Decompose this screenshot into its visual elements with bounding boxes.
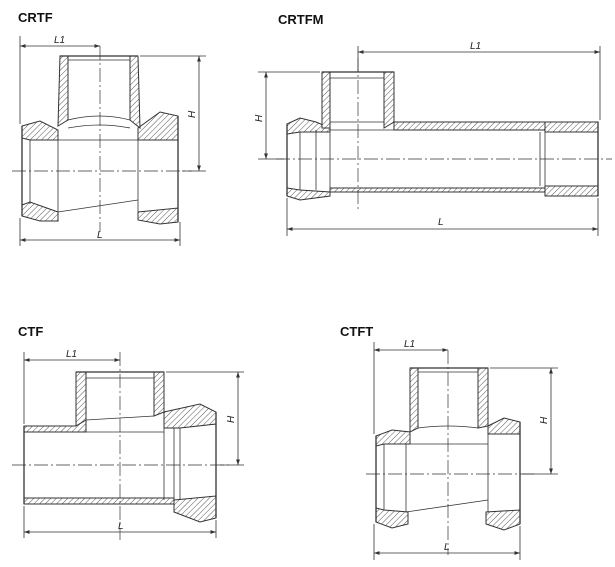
ctf-dim-h: H <box>226 415 237 423</box>
ctf-dim-l: L <box>118 521 124 532</box>
ctft-dim-h: H <box>539 416 550 424</box>
crtfm-dim-h: H <box>254 114 265 122</box>
crtf-dim-l: L <box>97 230 103 241</box>
crtfm-body-section <box>286 71 599 201</box>
crtfm-fitting: CRTFM <box>254 12 612 236</box>
crtfm-dim-l1: L1 <box>470 41 481 52</box>
crtf-fitting: CRTF L1 <box>12 10 206 246</box>
crtf-title: CRTF <box>18 10 53 25</box>
ctft-dim-l: L <box>444 542 450 553</box>
ctf-dim-l1: L1 <box>66 349 77 360</box>
ctf-body-section <box>23 371 217 523</box>
crtfm-dim-l: L <box>438 217 444 228</box>
ctft-body-section <box>375 367 521 531</box>
ctft-title: CTFT <box>340 324 373 339</box>
ctft-dim-l1: L1 <box>404 339 415 350</box>
ctft-fitting: CTFT L1 <box>340 324 558 560</box>
crtfm-title: CRTFM <box>278 12 324 27</box>
ctf-fitting: CTF L1 <box>12 324 244 540</box>
ctf-title: CTF <box>18 324 43 339</box>
crtf-body-section <box>21 55 179 225</box>
crtf-dim-l1: L1 <box>54 35 65 46</box>
crtf-dim-h: H <box>187 110 198 118</box>
